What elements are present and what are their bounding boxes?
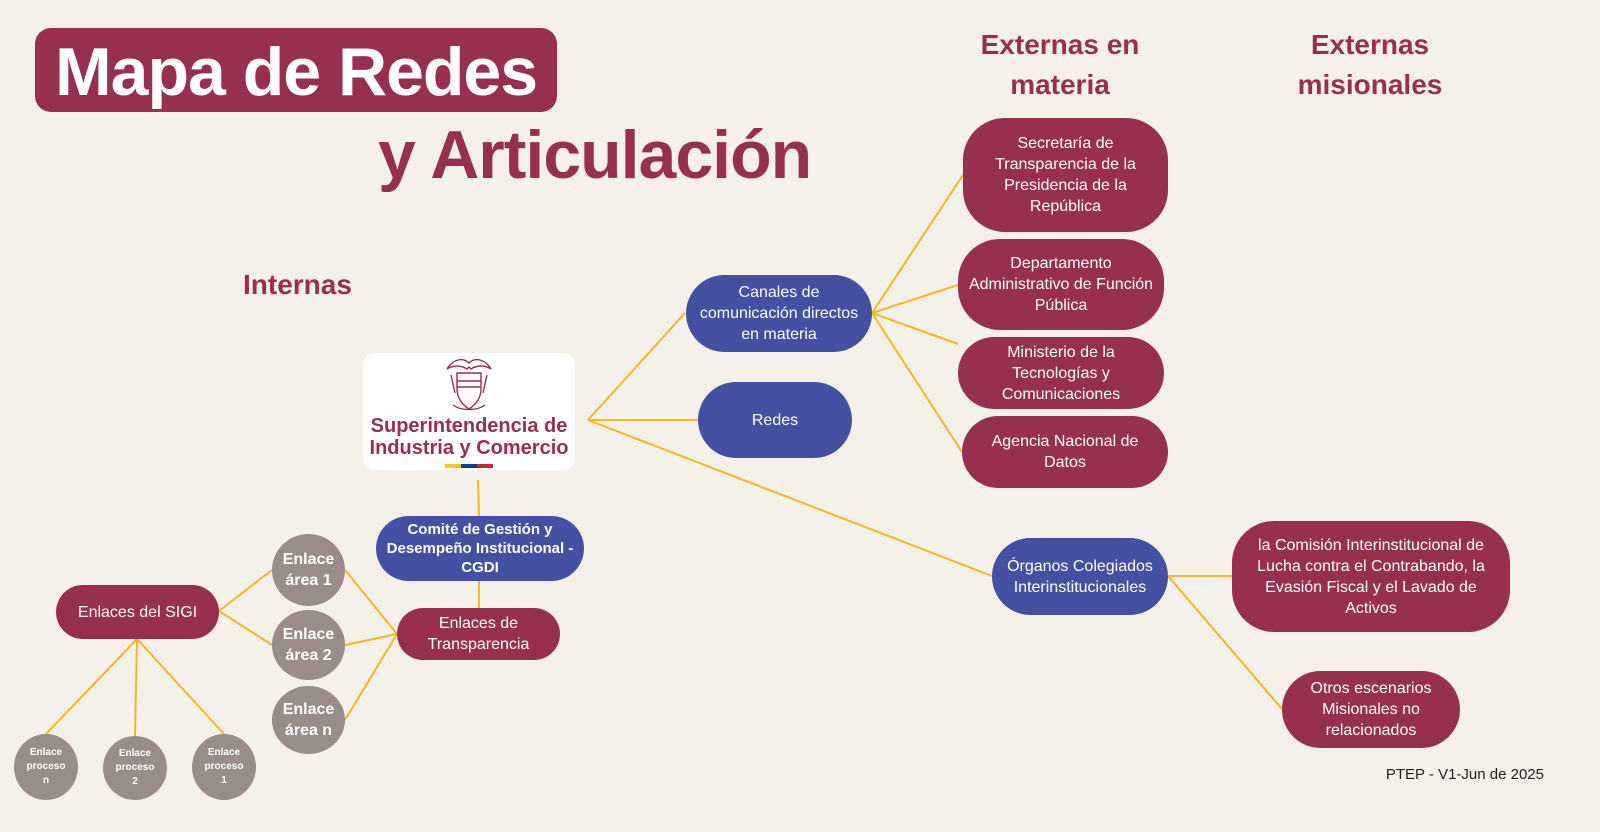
node-enlace-proceso-1[interactable]: Enlace proceso 1	[192, 734, 256, 800]
connector-canales-agencia	[871, 312, 963, 453]
node-enlace-proceso-1-label: Enlace proceso 1	[204, 747, 244, 786]
node-canales-label: Canales de comunicación directos en mate…	[699, 284, 859, 343]
node-enlaces-sigi[interactable]: Enlaces del SIGI	[56, 585, 219, 639]
title-banner	[35, 28, 557, 112]
connector-sigi-area2	[218, 610, 273, 646]
header-externas-materia: Externas en materia	[980, 29, 1140, 100]
node-comite[interactable]: Comité de Gestión y Desempeño Institucio…	[376, 516, 584, 581]
page-title: Mapa de Redes	[55, 34, 538, 110]
node-comision-label: la Comisión Interinstitucional de Lucha …	[1257, 536, 1485, 617]
node-organos-label: Órganos Colegiados Interinstitucionales	[1007, 557, 1153, 596]
connector-center-canales	[587, 312, 686, 421]
page-subtitle: y Articulación	[378, 117, 812, 193]
colombia-flag-stripe	[445, 464, 493, 468]
node-enlace-area-1[interactable]: Enlace área 1	[272, 534, 345, 606]
connector-sigi-proceson	[45, 638, 138, 735]
connector-sigi-proceso1	[136, 638, 225, 735]
connector-sigi-proceso2	[134, 638, 138, 737]
node-canales[interactable]: Canales de comunicación directos en mate…	[686, 275, 872, 352]
node-redes[interactable]: Redes	[698, 382, 852, 458]
node-ministerio[interactable]: Ministerio de la Tecnologías y Comunicac…	[958, 337, 1164, 409]
connector-transparencia-area2	[344, 633, 398, 646]
coat-of-arms-icon	[446, 358, 492, 411]
center-logo-card: Superintendencia de Industria y Comercio	[363, 353, 575, 470]
node-otros[interactable]: Otros escenarios Misionales no relaciona…	[1282, 671, 1460, 748]
center-entity-name: Superintendencia de Industria y Comercio	[369, 415, 569, 459]
node-comision[interactable]: la Comisión Interinstitucional de Lucha …	[1232, 521, 1510, 632]
node-enlace-area-n[interactable]: Enlace área n	[272, 686, 345, 754]
connector-transparencia-area1	[344, 569, 398, 635]
node-comite-label: Comité de Gestión y Desempeño Institucio…	[386, 521, 574, 576]
node-enlace-area-n-label: Enlace área n	[282, 701, 335, 739]
footer-version: PTEP - V1-Jun de 2025	[1385, 766, 1544, 783]
node-secretaria[interactable]: Secretaría de Transparencia de la Presid…	[963, 118, 1168, 232]
node-agencia-label: Agencia Nacional de Datos	[991, 433, 1139, 471]
node-enlaces-transparencia[interactable]: Enlaces de Transparencia	[397, 608, 560, 660]
header-internas: Internas	[243, 269, 352, 300]
node-departamento[interactable]: Departamento Administrativo de Función P…	[958, 239, 1164, 330]
connector-sigi-area1	[218, 569, 273, 612]
header-externas-misionales: Externas misionales	[1297, 29, 1443, 100]
connector-center-organos	[587, 419, 993, 577]
connector-canales-secretaria	[871, 174, 964, 314]
connector-canales-ministerio	[871, 312, 959, 345]
node-enlaces-sigi-label: Enlaces del SIGI	[77, 603, 198, 621]
node-enlace-area-2[interactable]: Enlace área 2	[272, 610, 345, 680]
node-enlace-area-2-label: Enlace área 2	[282, 626, 335, 664]
node-agencia[interactable]: Agencia Nacional de Datos	[962, 416, 1168, 488]
node-enlaces-transparencia-label: Enlaces de Transparencia	[427, 615, 530, 653]
node-secretaria-label: Secretaría de Transparencia de la Presid…	[995, 135, 1136, 215]
node-enlace-proceso-2-label: Enlace proceso 2	[115, 748, 155, 787]
node-enlace-area-1-label: Enlace área 1	[282, 551, 335, 589]
node-ministerio-label: Ministerio de la Tecnologías y Comunicac…	[1001, 343, 1121, 403]
node-enlace-proceso-n-label: Enlace proceso n	[26, 747, 66, 786]
connector-organos-otros	[1167, 575, 1283, 710]
connector-center-comite	[477, 479, 480, 517]
node-organos[interactable]: Órganos Colegiados Interinstitucionales	[992, 538, 1168, 615]
node-enlace-proceso-n[interactable]: Enlace proceso n	[14, 734, 78, 800]
node-otros-label: Otros escenarios Misionales no relaciona…	[1310, 680, 1432, 739]
node-departamento-label: Departamento Administrativo de Función P…	[968, 255, 1154, 314]
connector-transparencia-arean	[344, 633, 398, 721]
node-redes-label: Redes	[751, 411, 799, 429]
connector-canales-departamento	[871, 284, 959, 314]
node-enlace-proceso-2[interactable]: Enlace proceso 2	[103, 736, 167, 800]
